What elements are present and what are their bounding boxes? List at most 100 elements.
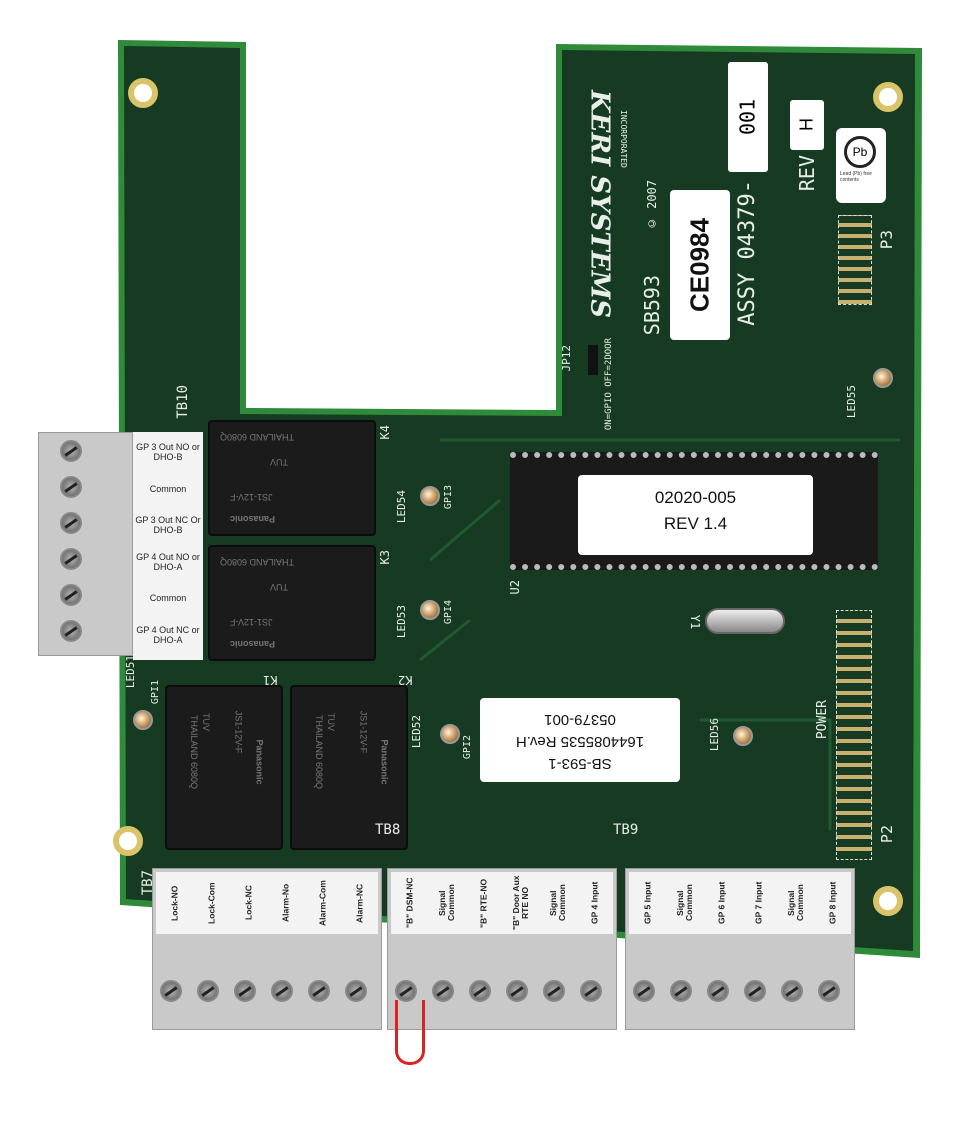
- terminal-screw[interactable]: [469, 980, 491, 1002]
- terminal-screw[interactable]: [60, 512, 82, 534]
- relay-marking: THAILAND 6080Q: [314, 714, 325, 790]
- relay-marking: Panasonic: [379, 739, 390, 785]
- terminal-screw[interactable]: [707, 980, 729, 1002]
- led-label: LED54: [395, 490, 408, 524]
- brand-name: KERI SYSTEMS: [584, 90, 615, 319]
- ce-mark: CE0984: [670, 190, 730, 340]
- terminal-screw[interactable]: [60, 620, 82, 642]
- status-led: [733, 726, 753, 746]
- tb7-pin-label: Lock-Com: [195, 874, 229, 932]
- tb9-pin-label: GP 5 Input: [631, 874, 665, 932]
- mounting-hole: [113, 826, 143, 856]
- tb8-pin-label: "B" Door Aux RTE NO: [504, 874, 538, 932]
- status-led: [873, 368, 893, 388]
- relay-marking: TUV: [270, 457, 288, 467]
- gpi-label: GPI4: [443, 600, 454, 625]
- assy-suffix-label: 001: [728, 62, 768, 172]
- relay-marking: TUV: [201, 713, 211, 731]
- relay-marking: THAILAND 6080Q: [220, 432, 295, 442]
- mounting-hole: [128, 78, 158, 108]
- brand-logo: KERI SYSTEMS INCORPORATED: [575, 90, 635, 340]
- terminal-screw[interactable]: [781, 980, 803, 1002]
- rev-value: H: [790, 100, 824, 150]
- relay-marking: THAILAND 6080Q: [189, 714, 200, 790]
- terminal-block-tb10: [38, 432, 133, 656]
- relay-marking: TUV: [270, 582, 288, 592]
- tb9-pin-label: GP 6 Input: [705, 874, 739, 932]
- chip-designator: U2: [508, 580, 522, 595]
- tb9-pin-label: GP 8 Input: [816, 874, 850, 932]
- tb8-pin-label: Signal Common: [541, 874, 575, 932]
- p3-label: P3: [877, 230, 896, 250]
- terminal-screw[interactable]: [271, 980, 293, 1002]
- tb8-pin-label: "B" RTE-NO: [467, 874, 501, 932]
- lead-free-sticker: Pb Lead (Pb) free contents: [836, 128, 886, 203]
- tb9-pin-label: Signal Common: [668, 874, 702, 932]
- terminal-screw[interactable]: [395, 980, 417, 1002]
- terminal-screw[interactable]: [60, 584, 82, 606]
- terminal-screw[interactable]: [670, 980, 692, 1002]
- tb10-pin-label: GP 3 Out NO or DHO-B: [134, 436, 202, 468]
- terminal-screw[interactable]: [543, 980, 565, 1002]
- no-lead-icon: Pb: [844, 136, 876, 168]
- terminal-screw[interactable]: [308, 980, 330, 1002]
- status-led: [133, 710, 153, 730]
- relay-marking: THAILAND 6080Q: [220, 557, 295, 567]
- tb10-pin-label: GP 3 Out NC Or DHO-B: [134, 509, 202, 541]
- terminal-screw[interactable]: [60, 476, 82, 498]
- mounting-hole: [873, 886, 903, 916]
- header-p2: [836, 610, 872, 860]
- jumper-label: JP12: [560, 345, 573, 372]
- gpi-label: GPI1: [150, 680, 161, 705]
- terminal-screw[interactable]: [580, 980, 602, 1002]
- tb7-pin-label: Lock-NC: [232, 874, 266, 932]
- tb8-label: TB8: [375, 822, 401, 838]
- terminal-screw[interactable]: [60, 440, 82, 462]
- tb9-pin-labels: [629, 872, 851, 934]
- tb7-pin-labels: [156, 872, 378, 934]
- crystal-designator: Y1: [688, 614, 703, 630]
- terminal-screw[interactable]: [432, 980, 454, 1002]
- status-led: [420, 486, 440, 506]
- status-led: [420, 600, 440, 620]
- terminal-screw[interactable]: [60, 548, 82, 570]
- relay-k4: THAILAND 6080Q TUV JS1-12V-F Panasonic: [208, 420, 376, 536]
- terminal-screw[interactable]: [160, 980, 182, 1002]
- terminal-screw[interactable]: [506, 980, 528, 1002]
- terminal-screw[interactable]: [234, 980, 256, 1002]
- terminal-screw[interactable]: [744, 980, 766, 1002]
- model-text: SB593: [640, 275, 664, 336]
- relay-marking: JS1-12V-F: [233, 710, 244, 754]
- relay-marking: Panasonic: [230, 639, 276, 649]
- terminal-screw[interactable]: [818, 980, 840, 1002]
- tb9-pin-label: GP 7 Input: [742, 874, 776, 932]
- relay-marking: JS1-12V-F: [230, 492, 273, 502]
- tb10-pin-label: Common: [134, 582, 202, 614]
- relay-designator: K4: [378, 425, 392, 440]
- mounting-hole: [873, 82, 903, 112]
- rev-label: REV: [795, 155, 819, 192]
- led-label: LED53: [395, 605, 408, 639]
- terminal-screw[interactable]: [633, 980, 655, 1002]
- jumper-note: ON=GPIO OFF=2DOOR: [604, 338, 614, 431]
- jumper-wire: [395, 1000, 425, 1065]
- tb7-pin-label: Alarm-Com: [306, 874, 340, 932]
- power-label: POWER: [815, 700, 830, 740]
- relay-designator: K3: [378, 550, 392, 565]
- copyright-text: © 2007: [645, 180, 659, 231]
- relay-marking: Panasonic: [230, 514, 276, 524]
- tb8-pin-labels: [391, 872, 613, 934]
- relay-marking: Panasonic: [254, 739, 265, 785]
- terminal-screw[interactable]: [197, 980, 219, 1002]
- relay-marking: JS1-12V-F: [230, 617, 273, 627]
- tb8-pin-label: Signal Common: [430, 874, 464, 932]
- terminal-screw[interactable]: [345, 980, 367, 1002]
- tb10-pin-label: GP 4 Out NO or DHO-A: [134, 545, 202, 578]
- relay-designator: K1: [263, 673, 278, 687]
- gpi-label: GPI2: [462, 735, 473, 760]
- assy-text: ASSY 04379-: [735, 180, 760, 326]
- jumper-jp12[interactable]: [588, 345, 598, 375]
